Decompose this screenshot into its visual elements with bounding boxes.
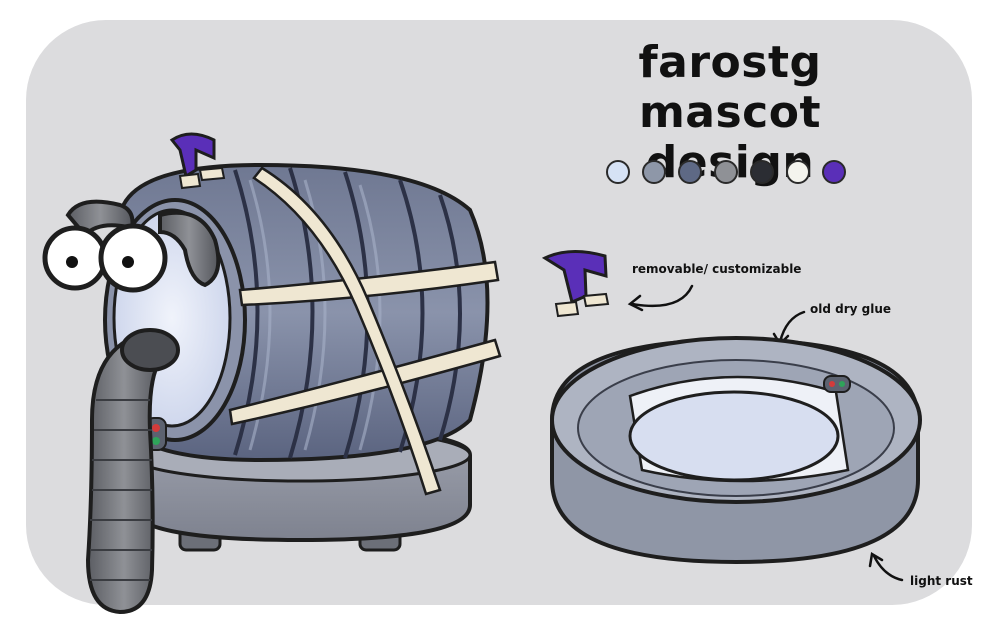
tape-strips [228, 166, 502, 496]
color-swatch [750, 160, 774, 184]
mascot-character [42, 132, 502, 615]
mascot-hose-ears [65, 199, 221, 288]
color-swatch [678, 160, 702, 184]
removable-hat-icon [541, 250, 610, 318]
color-swatch [786, 160, 810, 184]
title-line-1: farostg [638, 37, 822, 88]
rust-arrow-icon [868, 551, 904, 582]
title-line-2: mascot design [638, 87, 822, 188]
annotation-removable: removable/ customizable [632, 262, 802, 276]
robot-power-button-icon [823, 375, 851, 393]
color-swatch [606, 160, 630, 184]
color-swatch [822, 160, 846, 184]
robot-vacuum-base [550, 336, 922, 565]
annotation-rust: light rust [910, 574, 973, 588]
purple-hat-icon [169, 132, 226, 190]
mascot-eyes [42, 223, 168, 293]
annotation-glue: old dry glue [810, 302, 892, 316]
curved-arrow-icon [627, 284, 694, 312]
color-palette [606, 160, 846, 184]
color-swatch [642, 160, 666, 184]
color-swatch [714, 160, 738, 184]
page-title: farostg mascot design [560, 38, 900, 188]
mascot-hose-trunk [85, 328, 180, 615]
